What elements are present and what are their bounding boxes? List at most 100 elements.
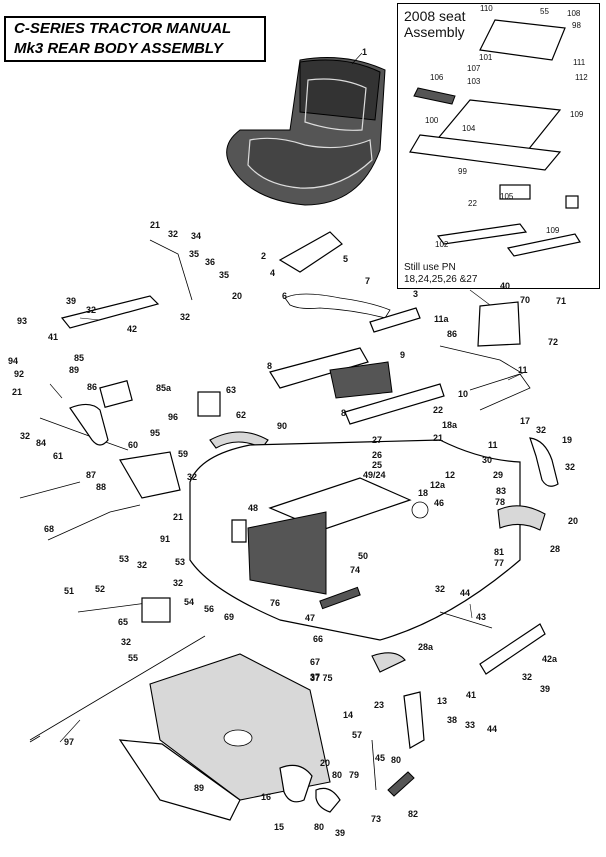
label-43: 43 [476, 612, 486, 622]
inset-label-103: 103 [467, 77, 481, 86]
inset-label-109b: 109 [546, 226, 560, 235]
label-9: 9 [400, 350, 405, 360]
label-70: 70 [520, 295, 530, 305]
label-77: 77 [494, 558, 504, 568]
label-32k: 32 [435, 584, 445, 594]
label-56: 56 [204, 604, 214, 614]
label-16: 16 [261, 792, 271, 802]
inset-label-105: 105 [500, 192, 514, 201]
label-6: 6 [282, 291, 287, 301]
label-42: 42 [127, 324, 137, 334]
label-78: 78 [495, 497, 505, 507]
inset-label-98: 98 [572, 21, 581, 30]
inset-title: 2008 seat Assembly [404, 8, 466, 40]
label-51: 51 [64, 586, 74, 596]
label-21c: 21 [433, 433, 443, 443]
label-21d: 21 [173, 512, 183, 522]
label-59: 59 [178, 449, 188, 459]
label-32g: 32 [173, 578, 183, 588]
label-80b: 80 [314, 822, 324, 832]
label-38: 38 [447, 715, 457, 725]
seat-assembly-inset: 2008 seat Assembly Still use PN 18,24,25… [397, 3, 600, 289]
label-32d: 32 [20, 431, 30, 441]
label-61: 61 [53, 451, 63, 461]
label-55: 55 [128, 653, 138, 663]
assembly-title: Mk3 REAR BODY ASSEMBLY [14, 40, 223, 57]
label-14: 14 [343, 710, 353, 720]
label-28: 28 [550, 544, 560, 554]
label-13: 13 [437, 696, 447, 706]
inset-label-107: 107 [467, 64, 481, 73]
label-95: 95 [150, 428, 160, 438]
label-47: 47 [305, 613, 315, 623]
label-26: 26 [372, 450, 382, 460]
label-97: 97 [64, 737, 74, 747]
inset-label-106: 106 [430, 73, 444, 82]
inset-label-104: 104 [462, 124, 476, 133]
right-linkage-parts [371, 301, 559, 675]
seat-part [226, 57, 386, 206]
label-46: 46 [434, 498, 444, 508]
label-7: 7 [365, 276, 370, 286]
label-90: 90 [277, 421, 287, 431]
label-42a: 42a [542, 654, 558, 664]
label-11a: 11a [434, 314, 450, 324]
label-57: 57 [352, 730, 362, 740]
label-54: 54 [184, 597, 194, 607]
label-83: 83 [496, 486, 506, 496]
label-20a: 20 [232, 291, 242, 301]
inset-label-112: 112 [575, 73, 588, 82]
label-84: 84 [36, 438, 46, 448]
label-11b: 11 [488, 440, 498, 450]
label-28a: 28a [418, 642, 434, 652]
label-75: 37 75 [310, 673, 333, 683]
label-20c: 20 [320, 758, 330, 768]
lower-chassis-frame [29, 635, 425, 821]
label-53a: 53 [119, 554, 129, 564]
label-30: 30 [482, 455, 492, 465]
leader-lines [49, 52, 526, 743]
label-89: 89 [69, 365, 79, 375]
title-box: C-SERIES TRACTOR MANUAL Mk3 REAR BODY AS… [4, 16, 266, 62]
label-32i: 32 [536, 425, 546, 435]
label-85: 85 [74, 353, 84, 363]
inset-seat-frame [409, 19, 581, 257]
label-80a: 80 [332, 770, 342, 780]
inset-label-109a: 109 [570, 110, 584, 119]
label-33: 33 [465, 720, 475, 730]
inset-label-108: 108 [567, 9, 581, 18]
label-18: 18 [418, 488, 428, 498]
inset-labels: 110 55 108 98 101 107 103 106 111 112 10… [425, 4, 588, 249]
label-91: 91 [160, 534, 170, 544]
label-20b: 20 [568, 516, 578, 526]
label-60: 60 [128, 440, 138, 450]
label-71: 71 [556, 296, 566, 306]
label-41a: 41 [48, 332, 58, 342]
label-36: 36 [205, 257, 215, 267]
left-linkage-parts [19, 239, 269, 623]
label-17: 17 [520, 416, 530, 426]
label-81: 81 [494, 547, 504, 557]
inset-label-101: 101 [479, 53, 493, 62]
label-21a: 21 [150, 220, 160, 230]
label-66: 66 [313, 634, 323, 644]
manual-title: C-SERIES TRACTOR MANUAL [14, 20, 232, 37]
label-79: 79 [349, 770, 359, 780]
label-82: 82 [408, 809, 418, 819]
label-88: 88 [96, 482, 106, 492]
inset-label-22: 22 [468, 199, 477, 208]
inset-label-99: 99 [458, 167, 467, 176]
label-37: 37 [310, 672, 320, 682]
label-32b: 32 [180, 312, 190, 322]
inset-title-line2: Assembly [404, 24, 465, 40]
label-40: 40 [500, 281, 510, 291]
label-32f: 32 [137, 560, 147, 570]
label-8a: 8 [267, 361, 272, 371]
label-2: 2 [261, 251, 266, 261]
label-53b: 53 [175, 557, 185, 567]
label-48: 48 [248, 503, 258, 513]
label-25: 25 [372, 460, 382, 470]
part-labels: 1 2 3 4 5 6 7 8 8 9 10 11 11 11a 12 12a … [8, 47, 578, 838]
label-86a: 86 [87, 382, 97, 392]
label-10: 10 [458, 389, 468, 399]
